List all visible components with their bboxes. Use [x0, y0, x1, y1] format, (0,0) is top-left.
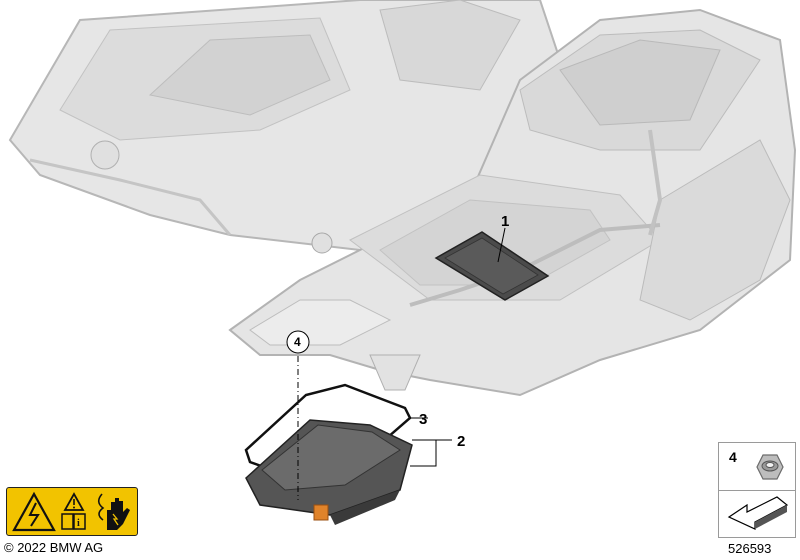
part-1-cover-plate: [434, 231, 550, 301]
legend-divider: [719, 490, 795, 491]
part-legend: 4: [718, 442, 796, 538]
copyright-notice: © 2022 BMW AG: [4, 540, 104, 555]
svg-text:i: i: [77, 518, 80, 529]
battery-housing-rear: [8, 0, 562, 252]
arrow-direction-icon: [727, 496, 789, 530]
legend-part-number: 4: [729, 449, 737, 465]
nut-icon: [756, 454, 784, 480]
callout-leaders: [410, 227, 506, 467]
callout-2: 2: [457, 433, 465, 450]
hand-caution-icon: [97, 493, 130, 530]
diagram-number: 526593: [728, 541, 772, 556]
part-4-leader: [286, 330, 310, 500]
callout-3: 3: [419, 411, 427, 428]
warning-symbols: i: [12, 491, 130, 532]
high-voltage-warning-label: i: [6, 487, 138, 536]
high-voltage-warning-icon: [12, 491, 56, 532]
callout-1: 1: [501, 213, 509, 230]
battery-housing-tray: [228, 8, 797, 397]
callout-4: 4: [294, 335, 301, 349]
part-2-module-housing: [245, 419, 413, 525]
warning-triangle-icon: [63, 492, 85, 511]
manual-info-icon: i: [61, 513, 86, 530]
